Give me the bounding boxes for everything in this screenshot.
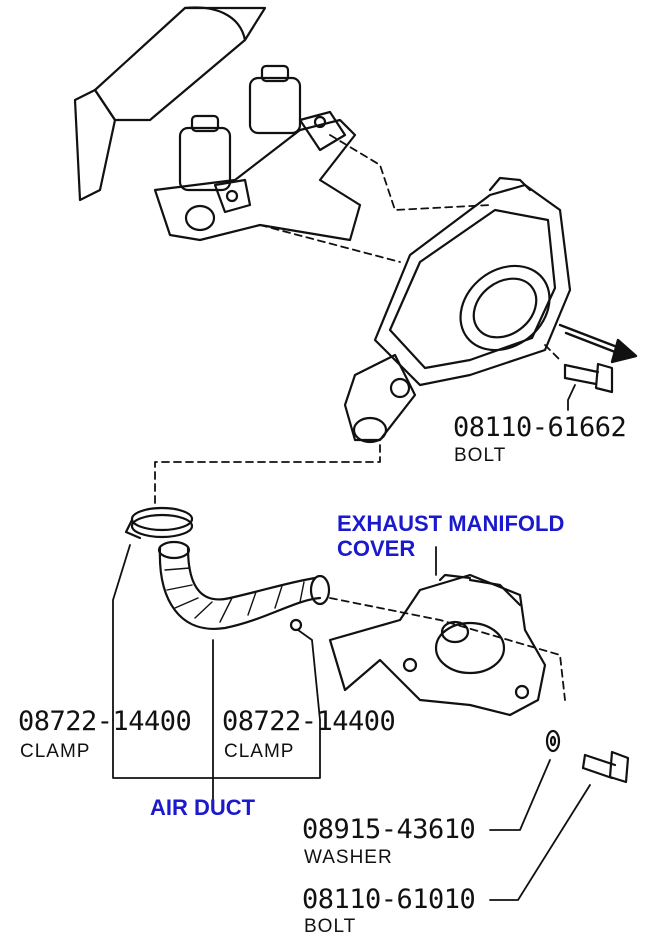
callout-exhaust-manifold-cover: EXHAUST MANIFOLD COVER	[337, 511, 565, 561]
engine-block-outline	[73, 6, 267, 202]
exhaust-manifold	[153, 64, 362, 242]
part-number-washer: 08915-43610	[302, 814, 476, 845]
part-number-bolt-top: 08110-61662	[453, 412, 627, 443]
part-number-clamp-right: 08722-14400	[222, 706, 396, 737]
part-name-bolt-bottom: BOLT	[304, 916, 357, 937]
air-cleaner-housing	[343, 176, 572, 444]
exhaust-manifold-cover-shape	[328, 573, 547, 717]
direction-arrow	[558, 323, 638, 364]
callout-air-duct: AIR DUCT	[150, 795, 256, 820]
washer-icon	[545, 729, 561, 753]
air-duct-hose	[157, 540, 331, 632]
part-number-bolt-bottom: 08110-61010	[302, 884, 476, 915]
part-name-bolt-top: BOLT	[454, 445, 507, 466]
bolt-bottom-icon	[581, 750, 630, 784]
clamp-upper-icon	[124, 506, 194, 540]
part-name-washer: WASHER	[304, 847, 393, 868]
part-name-clamp-right: CLAMP	[224, 741, 295, 762]
part-name-clamp-left: CLAMP	[20, 741, 91, 762]
leader-lines	[112, 384, 591, 901]
bolt-top-icon	[563, 362, 614, 394]
part-number-clamp-left: 08722-14400	[18, 706, 192, 737]
callout-exhaust-manifold-cover-text: EXHAUST MANIFOLD COVER	[337, 511, 565, 561]
